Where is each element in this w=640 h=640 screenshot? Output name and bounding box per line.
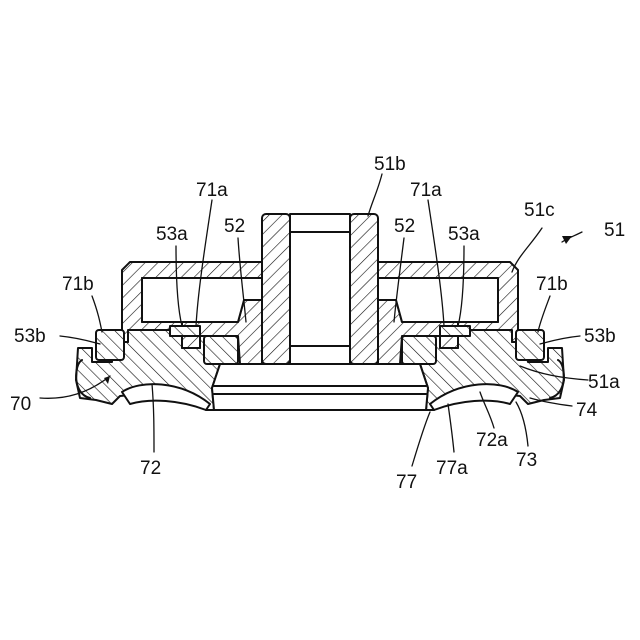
label-71a-left: 71a xyxy=(196,180,228,201)
ring-52-right xyxy=(402,336,436,364)
sleeve-left-wall xyxy=(262,214,290,364)
label-51b: 51b xyxy=(374,154,406,175)
label-53a-left: 53a xyxy=(156,224,188,245)
label-53b-right: 53b xyxy=(584,326,616,347)
arrow-51 xyxy=(562,236,572,244)
seal-53b-right xyxy=(516,330,544,360)
seal-53b-left xyxy=(96,330,124,360)
label-51a: 51a xyxy=(588,372,620,393)
sleeve-right-wall xyxy=(350,214,378,364)
label-77: 77 xyxy=(396,472,417,493)
ring-52-left xyxy=(204,336,238,364)
label-52-right: 52 xyxy=(394,216,415,237)
label-74: 74 xyxy=(576,400,598,421)
seal-53a-right xyxy=(440,326,470,336)
label-52-left: 52 xyxy=(224,216,245,237)
label-77a: 77a xyxy=(436,458,468,479)
seal-53a-left xyxy=(170,326,200,336)
central-sleeve-51b xyxy=(262,214,378,364)
label-73: 73 xyxy=(516,450,537,471)
label-71a-right: 71a xyxy=(410,180,442,201)
label-71b-left: 71b xyxy=(62,274,94,295)
label-70: 70 xyxy=(10,394,31,415)
label-53a-right: 53a xyxy=(448,224,480,245)
label-51c: 51c xyxy=(524,200,555,221)
label-72a: 72a xyxy=(476,430,508,451)
label-51: 51 xyxy=(604,220,625,241)
sleeve-bore xyxy=(290,214,350,364)
label-71b-right: 71b xyxy=(536,274,568,295)
label-72: 72 xyxy=(140,458,161,479)
label-53b-left: 53b xyxy=(14,326,46,347)
